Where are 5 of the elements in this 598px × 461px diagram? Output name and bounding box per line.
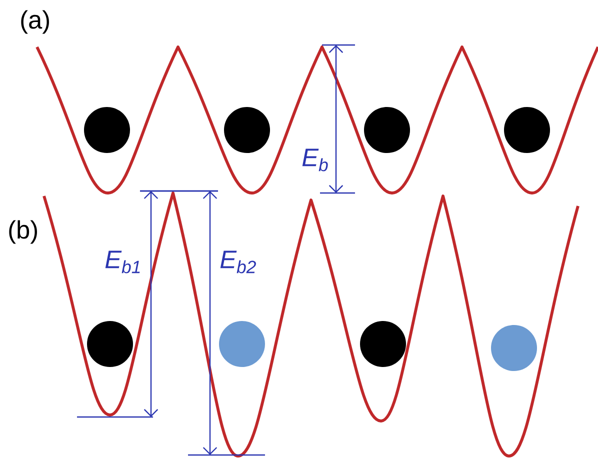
energy-label: E$_{b1}$ xyxy=(105,250,140,274)
panel-label: (a) xyxy=(21,10,49,34)
energy-label: E$_{b2}$ xyxy=(220,250,256,274)
panel-label: (b) xyxy=(9,220,37,244)
energy-label: E$_{b}$ xyxy=(302,148,328,172)
